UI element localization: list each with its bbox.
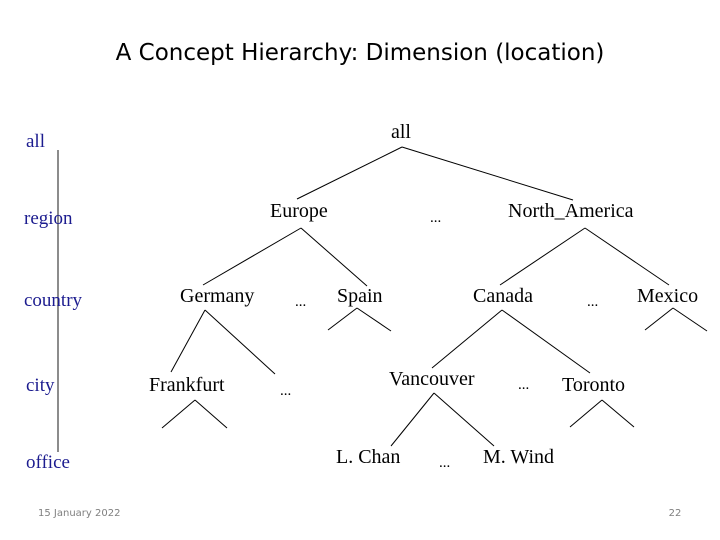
tree-node-country-dots1: ... [295, 294, 307, 310]
tree-node-all: all [391, 121, 411, 143]
tree-node-l_chan: L. Chan [336, 446, 401, 468]
footer-date: 15 January 2022 [38, 508, 121, 519]
level-label-city: city [26, 375, 55, 396]
level-label-country: country [24, 290, 83, 311]
level-label-region: region [24, 208, 73, 229]
tree-edge-north_america-to-mexico [584, 227, 670, 286]
tree-node-north_america: North_America [508, 200, 634, 222]
tree-edge-spain-to-stub-left [327, 307, 358, 331]
tree-edge-mexico-to-stub-right [672, 307, 708, 332]
tree-node-frankfurt: Frankfurt [149, 374, 225, 396]
tree-node-toronto: Toronto [562, 374, 626, 396]
tree-node-europe: Europe [270, 200, 328, 222]
tree-edge-mexico-to-stub-left [644, 307, 674, 331]
tree-node-region-dots: ... [430, 210, 442, 226]
tree-edge-frankfurt-to-stub-right [194, 399, 228, 429]
tree-node-office-dots: ... [439, 455, 451, 471]
footer-page-number: 22 [668, 508, 682, 519]
tree-edge-germany-to-frankfurt [170, 309, 206, 373]
tree-edge-all-to-europe [296, 146, 403, 200]
tree-node-country-dots2: ... [587, 294, 599, 310]
tree-edge-vancouver-to-l_chan [390, 392, 435, 447]
level-label-office: office [26, 452, 70, 473]
tree-edge-vancouver-to-m_wind [433, 392, 495, 447]
tree-edge-germany-to-city-dots1 [204, 309, 276, 375]
tree-node-city-dots2: ... [518, 377, 530, 393]
tree-edge-north_america-to-canada [499, 227, 586, 286]
tree-edge-spain-to-stub-right [356, 307, 392, 332]
tree-edge-frankfurt-to-stub-left [161, 399, 196, 429]
tree-edge-europe-to-spain [300, 227, 368, 287]
tree-edge-toronto-to-stub-right [601, 399, 635, 428]
tree-node-spain: Spain [337, 285, 383, 307]
tree-edge-toronto-to-stub-left [569, 399, 603, 428]
tree-node-vancouver: Vancouver [389, 368, 475, 390]
tree-node-city-dots1: ... [280, 383, 292, 399]
tree-node-canada: Canada [473, 285, 533, 307]
tree-edge-layer [57, 146, 708, 452]
tree-edge-canada-to-toronto [501, 309, 591, 374]
tree-edge-all-to-north_america [401, 146, 574, 201]
tree-node-germany: Germany [180, 285, 255, 307]
tree-edge-europe-to-germany [202, 227, 302, 286]
level-label-all: all [26, 131, 45, 152]
tree-node-m_wind: M. Wind [483, 446, 555, 468]
tree-edge-canada-to-vancouver [431, 309, 503, 369]
tree-node-mexico: Mexico [637, 285, 699, 307]
page-title: A Concept Hierarchy: Dimension (location… [115, 40, 605, 66]
